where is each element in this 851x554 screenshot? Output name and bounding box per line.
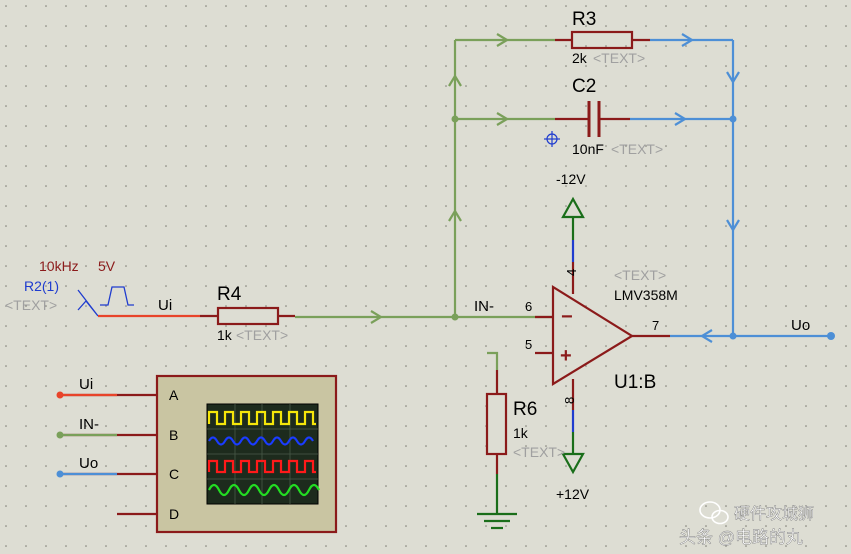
r4-text: <TEXT>	[236, 327, 288, 343]
junction-dot	[451, 115, 459, 123]
opamp-plus-sign: +	[560, 345, 572, 367]
opamp-model: LMV358M	[614, 287, 678, 303]
opamp-pin-vneg: 4	[564, 269, 579, 276]
wechat-icon	[699, 501, 729, 525]
scope-trace-d	[208, 483, 320, 497]
scope-trace-b	[208, 436, 314, 446]
origin-marker-icon	[544, 131, 560, 147]
r4-value: 1k	[217, 327, 233, 343]
rail-pos-12v[interactable]: +12V	[556, 410, 590, 502]
net-label-in-minus: IN-	[474, 298, 494, 315]
capacitor-c2[interactable]: C2 10nF <TEXT>	[555, 76, 663, 157]
output-wires	[630, 33, 833, 343]
gen-ref: R2(1)	[24, 278, 59, 294]
opamp-pin-vpos: 8	[562, 397, 577, 404]
scope-pin-b: B	[169, 427, 178, 443]
resistor-r4[interactable]: R4 1k <TEXT>	[200, 284, 295, 343]
scope-trace-c	[207, 459, 316, 474]
scope-net-uo: Uo	[79, 455, 98, 472]
gen-amp: 5V	[98, 258, 116, 274]
r3-ref: R3	[572, 9, 596, 30]
scope-pin-d: D	[169, 506, 179, 522]
opamp-u1b[interactable]: − + 6 5 7 4 8 <TEXT> LMV358M U1:B	[525, 267, 678, 410]
c2-text: <TEXT>	[611, 141, 663, 157]
generator-r2[interactable]: 10kHz 5V R2(1) <TEXT>	[5, 258, 134, 317]
resistor-r3[interactable]: R3 2k <TEXT>	[555, 9, 650, 66]
watermark: 硬件攻城狮 头条 @电路的丸	[679, 501, 814, 547]
scope-net-ui: Ui	[79, 376, 93, 393]
scope-pin-a: A	[169, 387, 179, 403]
opamp-pin-out: 7	[652, 318, 659, 333]
net-label-uo: Uo	[791, 317, 810, 334]
oscilloscope[interactable]: A B C D Ui IN- Uo	[56, 374, 338, 534]
r6-ref: R6	[513, 399, 537, 420]
rail-pos-label: +12V	[556, 486, 590, 502]
scope-trace-a	[207, 410, 316, 426]
watermark-line1: 硬件攻城狮	[734, 505, 814, 523]
opamp-pin-plus: 5	[525, 337, 532, 352]
r3-value: 2k	[572, 50, 588, 66]
opamp-pin-minus: 6	[525, 299, 532, 314]
r4-ref: R4	[217, 284, 242, 305]
junction-dot	[729, 332, 737, 340]
opamp-text: <TEXT>	[614, 267, 666, 283]
opamp-ref: U1:B	[614, 372, 656, 393]
uo-terminal[interactable]	[827, 332, 835, 340]
feedback-wires	[295, 33, 555, 370]
r3-text: <TEXT>	[593, 50, 645, 66]
c2-ref: C2	[572, 76, 596, 97]
r6-text: <TEXT>	[513, 444, 565, 460]
watermark-line2: 头条 @电路的丸	[679, 528, 803, 547]
junction-dot	[451, 313, 459, 321]
opamp-minus-sign: −	[561, 306, 573, 328]
net-label-ui: Ui	[158, 297, 172, 314]
c2-value: 10nF	[572, 141, 604, 157]
resistor-r6[interactable]: R6 1k <TEXT>	[485, 370, 565, 474]
junction-dot	[729, 115, 737, 123]
r6-value: 1k	[513, 425, 529, 441]
gen-freq: 10kHz	[39, 258, 79, 274]
square-wave-icon	[77, 286, 134, 317]
rail-neg-12v[interactable]: -12V	[556, 171, 586, 294]
ground-icon	[477, 474, 517, 530]
rail-neg-label: -12V	[556, 171, 586, 187]
scope-net-in-minus: IN-	[79, 416, 99, 433]
scope-pin-c: C	[169, 466, 179, 482]
gen-text: <TEXT>	[5, 297, 57, 313]
